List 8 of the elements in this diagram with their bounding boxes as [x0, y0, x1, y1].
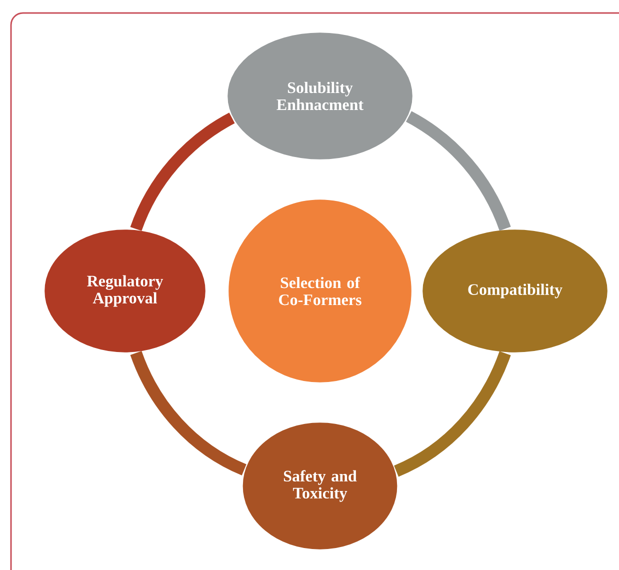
ellipse-node: Solubility Enhnacment — [226, 31, 414, 161]
arc-connector — [406, 111, 511, 231]
ellipse-node: Regulatory Approval — [43, 228, 207, 354]
arc-connector — [130, 112, 235, 232]
ellipse-node: Safety and Toxicity — [242, 421, 398, 551]
arc-connector — [130, 350, 247, 476]
arc-connector — [394, 351, 511, 477]
ellipse-node: Compatibility — [421, 228, 609, 354]
